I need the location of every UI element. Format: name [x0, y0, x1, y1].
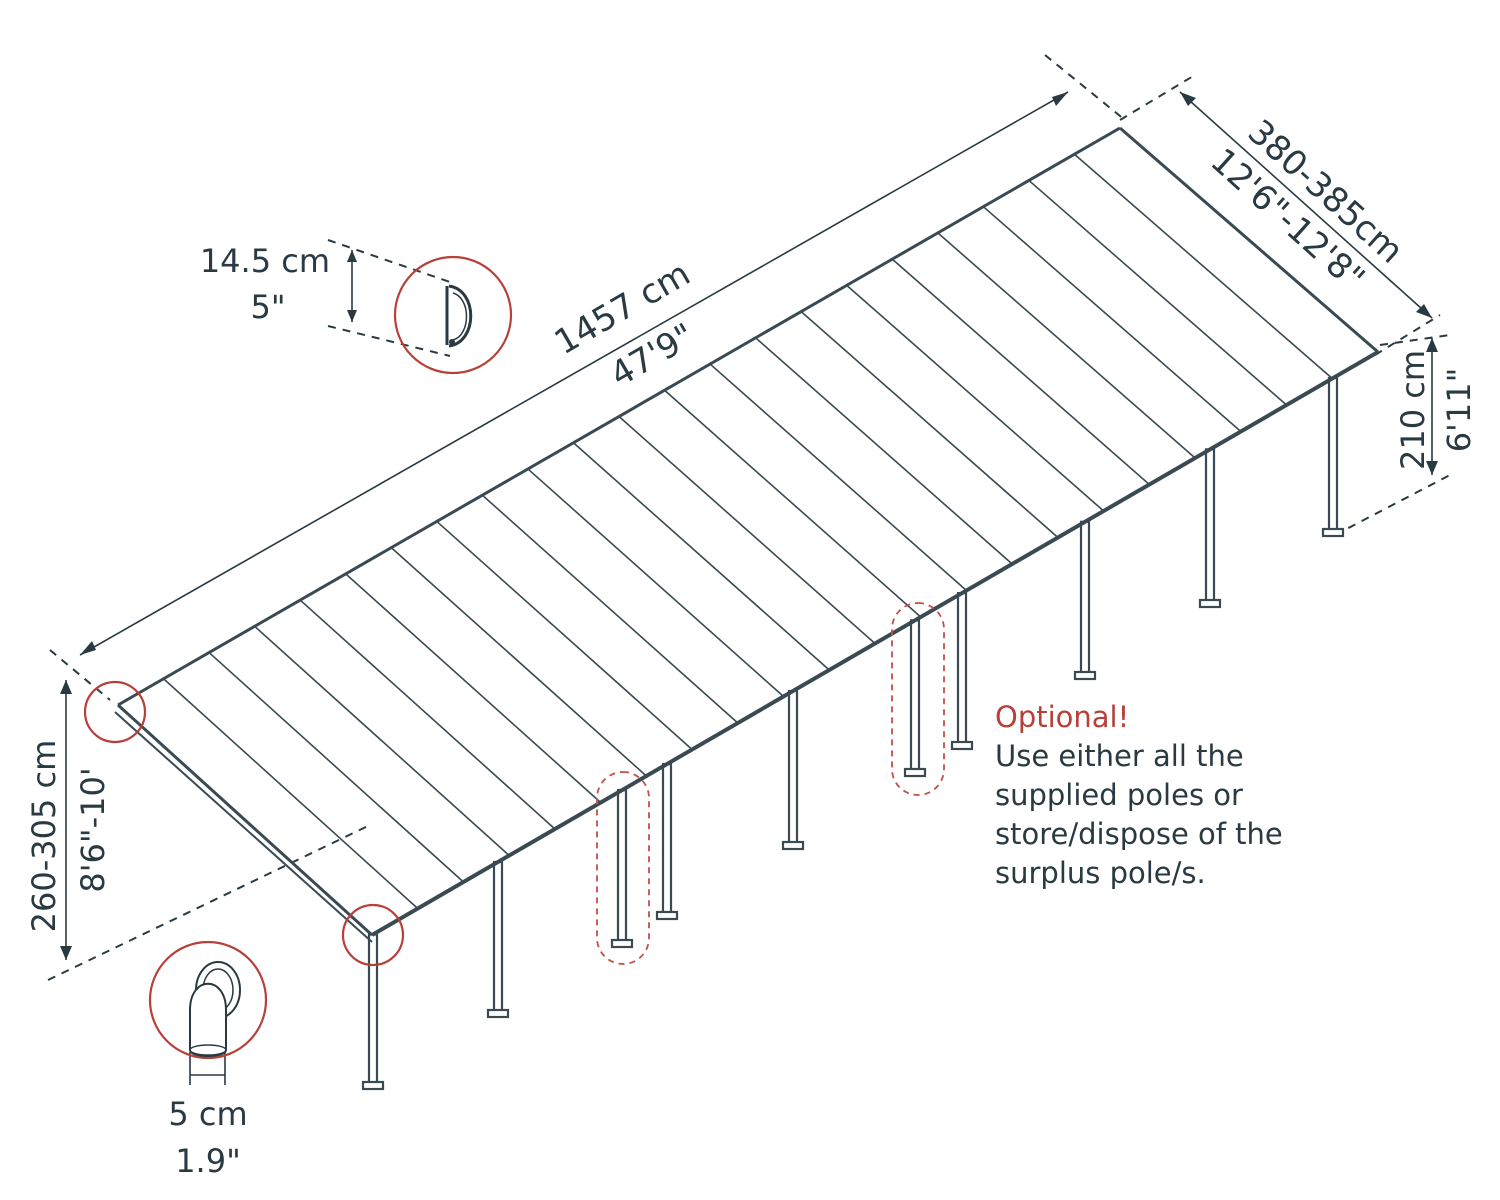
post-callout: [341, 903, 405, 967]
roof-panel-seam: [937, 232, 1196, 459]
roof-panel-seam: [982, 206, 1242, 433]
gutter-profile-callout: [393, 255, 513, 375]
support-posts: [361, 376, 1345, 1091]
roof-panel-seam: [664, 389, 922, 618]
roof-panel-seam: [572, 442, 830, 671]
post-base-plate: [950, 740, 974, 751]
roof-panel-seam: [618, 415, 876, 645]
post-profile-imperial-label: 1.9": [175, 1142, 241, 1180]
gutter-profile-metric-label: 14.5 cm: [200, 242, 330, 280]
post-base-plate: [361, 1080, 385, 1091]
note-line: surplus pole/s.: [995, 856, 1206, 890]
callouts: [83, 255, 945, 1060]
optional-pole-marker-1: [596, 771, 650, 965]
support-post: [909, 619, 921, 774]
roof-panels: [163, 153, 1333, 910]
roof-panel-seam: [800, 310, 1059, 539]
note-line: store/dispose of the: [995, 817, 1283, 851]
roof-panel-seam: [163, 678, 419, 910]
post-base-plate: [1198, 598, 1222, 609]
roof-panel-seam: [345, 573, 602, 804]
post-profile-callout: [148, 940, 268, 1060]
post-base-plate: [486, 1008, 510, 1019]
support-post: [661, 762, 673, 917]
post-base-plate: [610, 938, 634, 949]
support-post: [367, 933, 379, 1087]
support-post: [1204, 448, 1216, 605]
post-profile-metric-label: 5 cm: [168, 1095, 247, 1133]
optional-note: Optional! Use either all the supplied po…: [995, 698, 1395, 893]
support-post: [1079, 520, 1091, 677]
support-post: [956, 591, 968, 747]
roof-panel-seam: [891, 258, 1150, 486]
gutter-profile-icon: [445, 284, 473, 348]
roof-panel-seam: [527, 468, 785, 698]
note-line: Use either all the: [995, 739, 1244, 773]
roof-panel-seam: [755, 337, 1013, 565]
support-post: [787, 689, 799, 847]
support-post: [616, 789, 628, 945]
roof-panel-seam: [1028, 179, 1288, 406]
front-height-metric-label: 260-305 cm: [25, 740, 63, 933]
front-height-imperial-label: 8'6"-10': [74, 767, 112, 892]
post-base-plate: [903, 767, 927, 778]
roof-panel-seam: [299, 599, 556, 830]
support-post: [492, 860, 504, 1015]
roof-panel-seam: [481, 494, 739, 724]
roof-panel-seam: [390, 547, 647, 777]
roof-panel-seam: [709, 363, 967, 592]
dimension-lines: [47, 54, 1451, 1085]
gutter-callout: [83, 680, 147, 744]
roof-panel-seam: [208, 651, 464, 883]
post-profile-icon: [189, 961, 241, 1057]
back-height-metric-label: 210 cm: [1394, 350, 1432, 470]
roof-panel-seam: [254, 625, 510, 857]
roof-frame: [114, 126, 1380, 943]
roof-panel-seam: [1073, 153, 1333, 380]
support-post: [1327, 376, 1339, 534]
post-base-plate: [781, 840, 805, 851]
roof-panel-seam: [846, 284, 1105, 512]
post-base-plate: [1321, 527, 1345, 538]
note-title: Optional!: [995, 700, 1130, 734]
optional-pole-marker-2: [891, 602, 945, 796]
back-height-imperial-label: 6'11": [1440, 368, 1478, 453]
post-base-plate: [1073, 670, 1097, 681]
roof-panel-seam: [436, 520, 693, 751]
post-base-plate: [655, 910, 679, 921]
note-line: supplied poles or: [995, 778, 1243, 812]
gutter-profile-imperial-label: 5": [250, 288, 285, 326]
